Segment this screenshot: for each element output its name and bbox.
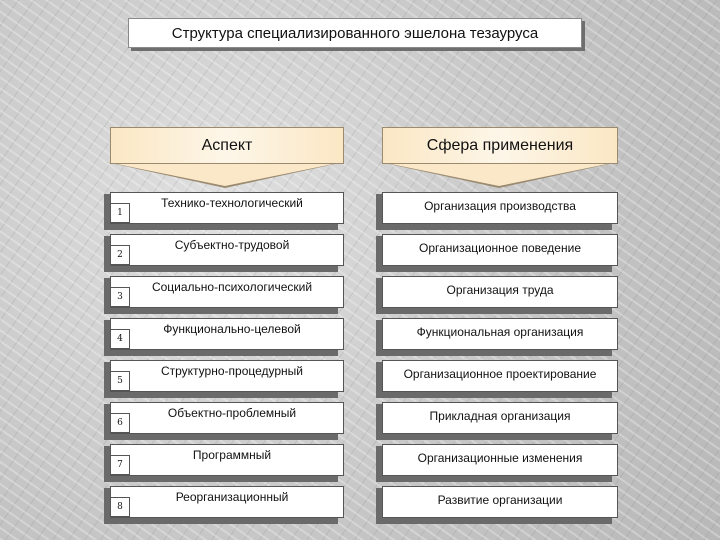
sphere-row-3: Организация труда: [382, 276, 618, 308]
row-number-6: 6: [110, 413, 130, 433]
aspect-row-2: Субъектно-трудовой: [110, 234, 344, 266]
row-number-8: 8: [110, 497, 130, 517]
aspect-row-4: Функционально-целевой: [110, 318, 344, 350]
sphere-label: Функциональная организация: [416, 325, 584, 339]
sphere-row-6: Прикладная организация: [382, 402, 618, 434]
row-number-1: 1: [110, 203, 130, 223]
sphere-row-4: Функциональная организация: [382, 318, 618, 350]
aspect-row-7: Программный: [110, 444, 344, 476]
aspect-label: Функционально-целевой: [163, 322, 301, 336]
aspect-label: Субъектно-трудовой: [174, 238, 290, 252]
aspect-label: Программный: [192, 448, 272, 462]
aspect-row-3: Социально-психологический: [110, 276, 344, 308]
row-number-3: 3: [110, 287, 130, 307]
aspect-header: Аспект: [110, 127, 344, 164]
sphere-header: Сфера применения: [382, 127, 618, 164]
row-number-5: 5: [110, 371, 130, 391]
sphere-label: Организация труда: [446, 283, 554, 297]
sphere-label: Организационное поведение: [419, 241, 581, 255]
row-number-7: 7: [110, 455, 130, 475]
sphere-label: Организационные изменения: [417, 451, 583, 465]
aspect-row-5: Структурно-процедурный: [110, 360, 344, 392]
sphere-label: Прикладная организация: [429, 409, 571, 423]
sphere-row-1: Организация производства: [382, 192, 618, 224]
sphere-row-2: Организационное поведение: [382, 234, 618, 266]
aspect-header-arrow: [107, 162, 343, 186]
sphere-header-arrow: [381, 162, 617, 186]
aspect-label: Структурно-процедурный: [160, 364, 304, 378]
sphere-label: Развитие организации: [437, 493, 563, 507]
sphere-row-5: Организационное проектирование: [382, 360, 618, 392]
aspect-label: Социально-психологический: [151, 280, 313, 294]
aspect-row-6: Объектно-проблемный: [110, 402, 344, 434]
sphere-row-7: Организационные изменения: [382, 444, 618, 476]
sphere-row-8: Развитие организации: [382, 486, 618, 518]
row-number-4: 4: [110, 329, 130, 349]
row-number-2: 2: [110, 245, 130, 265]
aspect-row-1: Технико-технологический: [110, 192, 344, 224]
aspect-row-8: Реорганизационный: [110, 486, 344, 518]
sphere-label: Организационное проектирование: [403, 367, 597, 381]
aspect-label: Технико-технологический: [161, 196, 303, 210]
sphere-label: Организация производства: [424, 199, 576, 213]
diagram-title: Структура специализированного эшелона те…: [128, 18, 582, 48]
aspect-label: Реорганизационный: [175, 490, 289, 504]
aspect-label: Объектно-проблемный: [167, 406, 297, 420]
